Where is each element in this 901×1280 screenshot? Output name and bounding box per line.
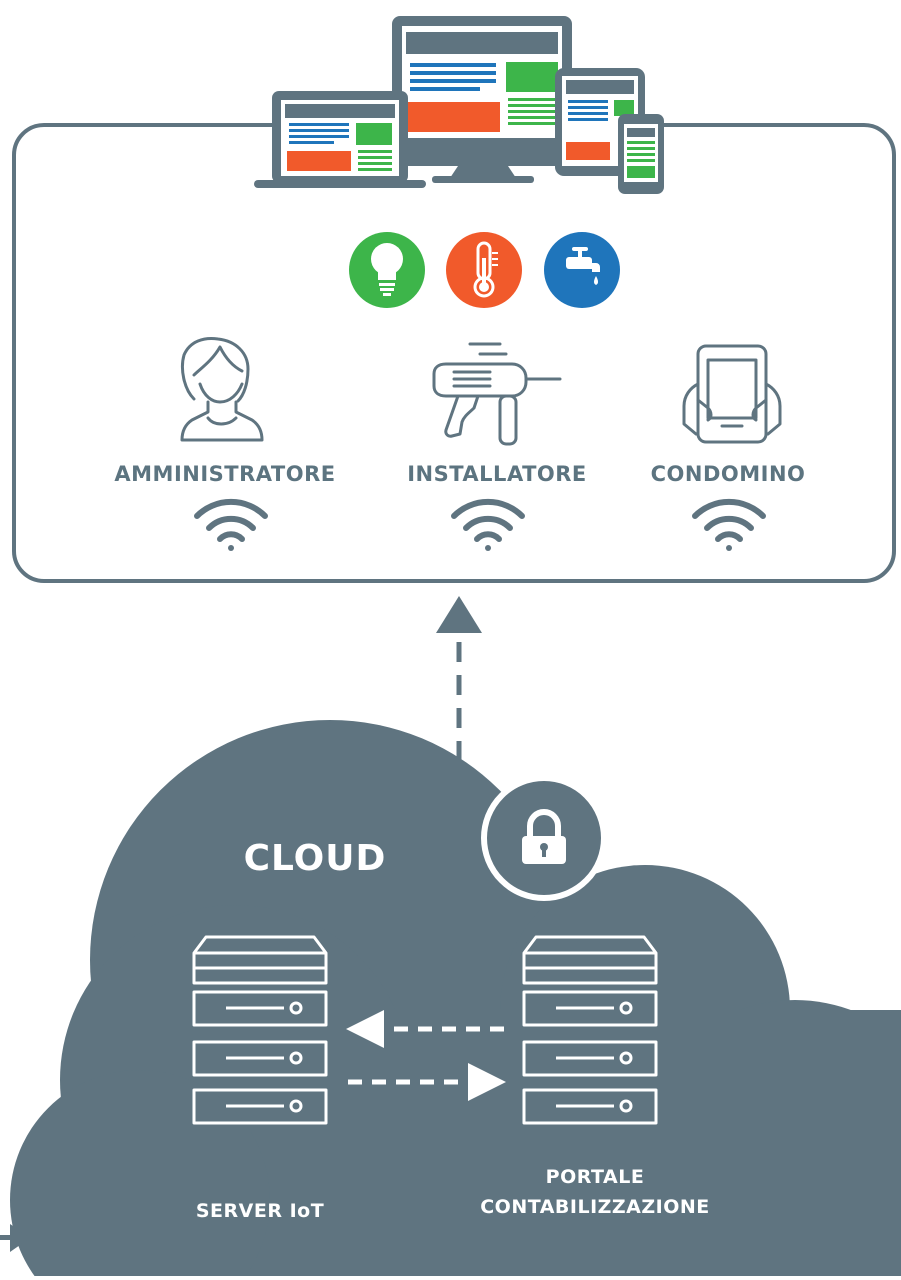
- wifi-icon: [194, 498, 268, 551]
- server-iot-label: SERVER IoT: [195, 1200, 325, 1222]
- role-label-amministratore: AMMINISTRATORE: [114, 462, 336, 486]
- upload-arrow: [436, 596, 482, 800]
- arrow-to-server-iot: [346, 1010, 504, 1048]
- devices-group: [254, 16, 664, 194]
- arrow-to-portal: [348, 1063, 506, 1101]
- wifi-icon: [451, 498, 525, 551]
- lightbulb-icon: [349, 232, 425, 308]
- user-icon: [180, 337, 264, 442]
- portal-label-line2: CONTABILIZZAZIONE: [480, 1196, 710, 1218]
- portal-label-line1: PORTALE: [545, 1166, 645, 1188]
- monitor-icon: [392, 16, 572, 183]
- role-label-installatore: INSTALLATORE: [407, 462, 587, 486]
- wifi-icon: [692, 498, 766, 551]
- laptop-icon: [254, 91, 426, 188]
- external-arrow: [0, 1224, 30, 1252]
- cloud-shape: [10, 720, 901, 1280]
- role-label-condomino: CONDOMINO: [650, 462, 806, 486]
- tool-icon: [432, 342, 562, 446]
- cloud-title: CLOUD: [243, 838, 387, 879]
- phone-icon: [618, 114, 664, 194]
- thermometer-icon: [446, 232, 522, 308]
- tablet-hands-icon: [682, 344, 782, 444]
- water-tap-icon: [544, 232, 620, 308]
- server-rack-icon: [192, 935, 328, 1125]
- server-rack-icon: [522, 935, 658, 1125]
- padlock-icon: [481, 775, 607, 901]
